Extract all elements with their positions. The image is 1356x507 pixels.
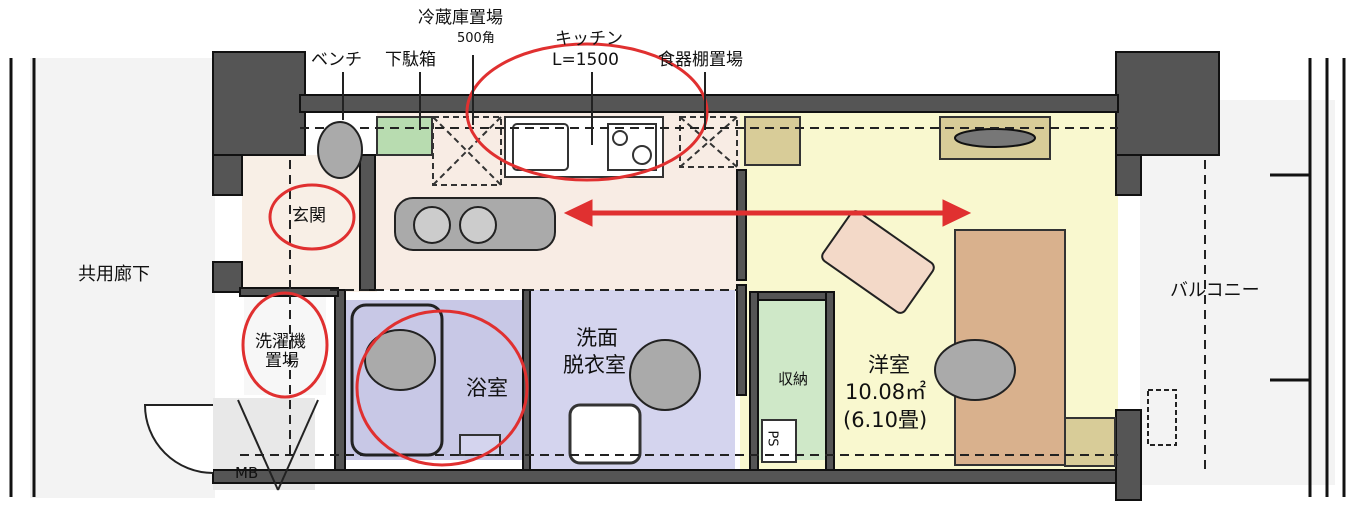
bathroom-highlight [355, 309, 529, 467]
balcony-area [1140, 100, 1335, 485]
washroom-label-1: 洗面 [576, 326, 618, 350]
balcony-unit [1147, 389, 1177, 446]
area-sqm-label: 10.08㎡ [845, 380, 927, 404]
dashed-lines [240, 127, 1206, 470]
fridge-size-label: 500角 [457, 31, 495, 46]
entrance-label: 玄関 [292, 206, 326, 226]
highlight-circles [241, 42, 709, 467]
bed-table [1064, 417, 1116, 467]
washer-label-1: 洗濯機 [255, 332, 306, 352]
bath-seat [459, 434, 501, 456]
balcony-label: バルコニー [1170, 280, 1260, 301]
corridor-edge [9, 58, 36, 497]
burner [632, 145, 652, 165]
mb-label: MB [235, 464, 259, 482]
entrance-door-icon [143, 404, 214, 474]
mb-cross-icon [237, 399, 319, 491]
kitchen-highlight [465, 42, 709, 182]
laundry-floor [244, 295, 326, 395]
leader-lines [342, 55, 706, 145]
wheelchair-icon [394, 197, 556, 251]
wheelchair-icon [821, 210, 935, 314]
storage-label: 収納 [778, 370, 809, 388]
bench-label: ベンチ [311, 50, 362, 70]
ps-label: PS [764, 430, 780, 447]
walls [212, 51, 1220, 501]
person-icon [317, 121, 1016, 411]
washer-label-2: 置場 [265, 351, 299, 371]
fridge-label: 冷蔵庫置場 [418, 8, 503, 28]
laundry-highlight [241, 291, 329, 399]
shoe-box [376, 116, 433, 156]
dish-shelf-space [679, 116, 738, 168]
shoe-box-label: 下駄箱 [385, 50, 436, 70]
balcony-rail [1270, 58, 1346, 497]
bathroom-label: 浴室 [466, 376, 508, 400]
washroom-label-2: 脱衣室 [563, 353, 626, 377]
side-shelf [744, 116, 801, 166]
access-arrow-icon [563, 199, 972, 227]
kitchen-size-label: L=1500 [552, 50, 619, 70]
kitchen-sink [512, 123, 569, 171]
wash-basin [568, 403, 642, 465]
tv-icon [954, 128, 1036, 148]
kitchen-label: キッチン [555, 29, 623, 49]
stove [607, 123, 657, 171]
entrance-highlight [268, 183, 356, 251]
western-room-label: 洋室 [868, 353, 910, 377]
dish-shelf-label: 食器棚置場 [658, 50, 743, 70]
burner [612, 130, 628, 146]
area-tatami-label: (6.10畳) [843, 408, 928, 432]
corridor-label: 共用廊下 [78, 264, 150, 285]
